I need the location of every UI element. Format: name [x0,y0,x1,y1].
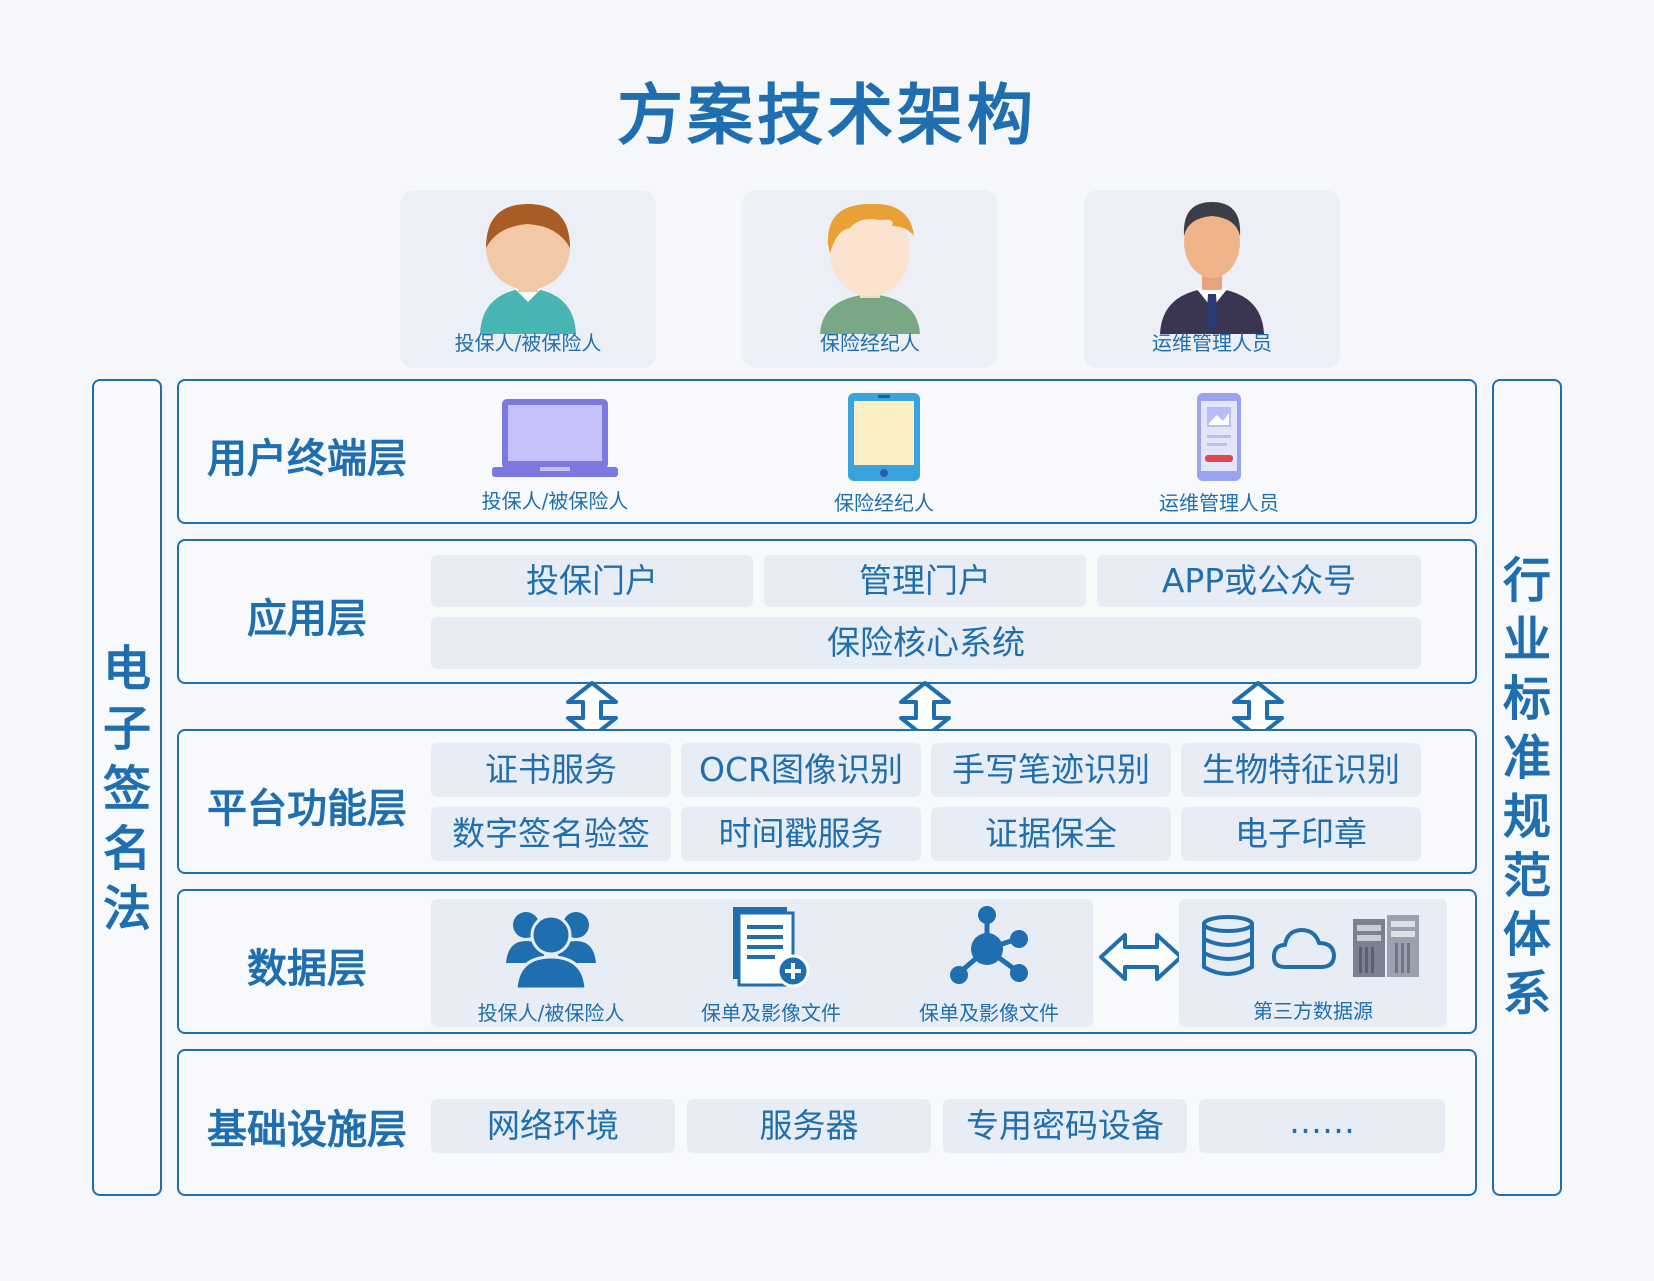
layer-title: 基础设施层 [207,1107,407,1153]
layer-title: 应用层 [247,596,367,642]
data-item-label: 投保人/被保险人 [477,1001,625,1025]
third-party-panel: 第三方数据源 [1179,899,1447,1027]
vertical-char: 系 [1502,966,1551,1022]
app-box: APP或公众号 [1097,555,1421,607]
data-item: 保单及影像文件 [889,905,1089,1026]
layer-title: 平台功能层 [207,786,407,832]
horizontal-double-arrow-icon [1099,933,1183,981]
data-item: 投保人/被保险人 [451,905,651,1026]
infra-box: …… [1199,1099,1445,1153]
vertical-char: 签 [102,761,151,817]
vertical-char: 范 [1502,848,1551,904]
infra-box: 专用密码设备 [943,1099,1187,1153]
platform-box: 时间戳服务 [681,807,921,861]
platform-box: 证据保全 [931,807,1171,861]
vertical-char: 体 [1502,907,1551,963]
platform-box: 数字签名验签 [431,807,671,861]
device-label: 运维管理人员 [1159,491,1279,515]
users-icon [506,912,596,991]
person-green-icon [820,203,920,334]
server-icon [1353,915,1419,977]
database-icon [1202,915,1254,976]
vertical-char: 行 [1502,553,1551,609]
user-card-label: 投保人/被保险人 [454,331,602,355]
data-item: 保单及影像文件 [671,905,871,1026]
platform-box: 证书服务 [431,743,671,797]
data-item-label: 保单及影像文件 [701,1001,841,1025]
user-card-label: 运维管理人员 [1152,331,1272,355]
platform-box: 电子印章 [1181,807,1421,861]
laptop-icon [492,399,618,477]
third-party-label: 第三方数据源 [1253,999,1373,1023]
page-title: 方案技术架构 [617,77,1037,154]
vertical-char: 准 [1502,730,1551,786]
user-card-operator: 运维管理人员 [1084,190,1340,368]
person-teal-icon [480,204,576,334]
layer-title: 数据层 [247,946,367,992]
layer-title: 用户终端层 [207,436,407,482]
device-phone: 运维管理人员 [1159,391,1279,516]
platform-box: OCR图像识别 [681,743,921,797]
user-card-policyholder: 投保人/被保险人 [400,190,656,368]
user-card-broker: 保险经纪人 [742,190,998,368]
person-suit-icon [1160,202,1264,334]
data-layer: 数据层 投保人/被保险人 [177,889,1477,1034]
tablet-icon [848,393,920,481]
data-item-label: 保单及影像文件 [919,1001,1059,1025]
app-box: 管理门户 [764,555,1086,607]
vertical-char: 名 [102,821,151,877]
vertical-char: 子 [102,701,151,757]
network-nodes-icon [950,906,1028,984]
infrastructure-layer: 基础设施层 网络环境 服务器 专用密码设备 …… [177,1049,1477,1196]
app-box: 投保门户 [431,555,753,607]
vertical-char: 标 [1502,671,1551,727]
vertical-char: 电 [102,641,151,697]
device-label: 保险经纪人 [834,491,934,515]
vertical-char: 业 [1502,612,1551,668]
phone-icon [1197,393,1241,481]
data-panel: 投保人/被保险人 保单及影像文件 [431,899,1093,1027]
infra-box: 服务器 [687,1099,931,1153]
application-layer: 应用层 投保门户 管理门户 APP或公众号 保险核心系统 [177,539,1477,684]
device-tablet: 保险经纪人 [824,391,944,516]
platform-box: 手写笔迹识别 [931,743,1171,797]
terminal-layer: 用户终端层 投保人/被保险人 保险经纪人 运维管理人员 [177,379,1477,524]
industry-standard-bar: 行 业 标 准 规 范 体 系 [1492,379,1562,1196]
infra-box: 网络环境 [431,1099,675,1153]
user-card-label: 保险经纪人 [820,331,920,355]
e-signature-law-bar: 电 子 签 名 法 [92,379,162,1196]
platform-box: 生物特征识别 [1181,743,1421,797]
device-laptop: 投保人/被保险人 [475,397,635,514]
vertical-char: 规 [1502,789,1551,845]
device-label: 投保人/被保险人 [481,489,629,513]
platform-layer: 平台功能层 证书服务 OCR图像识别 手写笔迹识别 生物特征识别 数字签名验签 … [177,729,1477,874]
vertical-char: 法 [102,881,151,937]
core-system-box: 保险核心系统 [431,617,1421,669]
cloud-icon [1271,928,1336,969]
document-add-icon [733,907,810,988]
